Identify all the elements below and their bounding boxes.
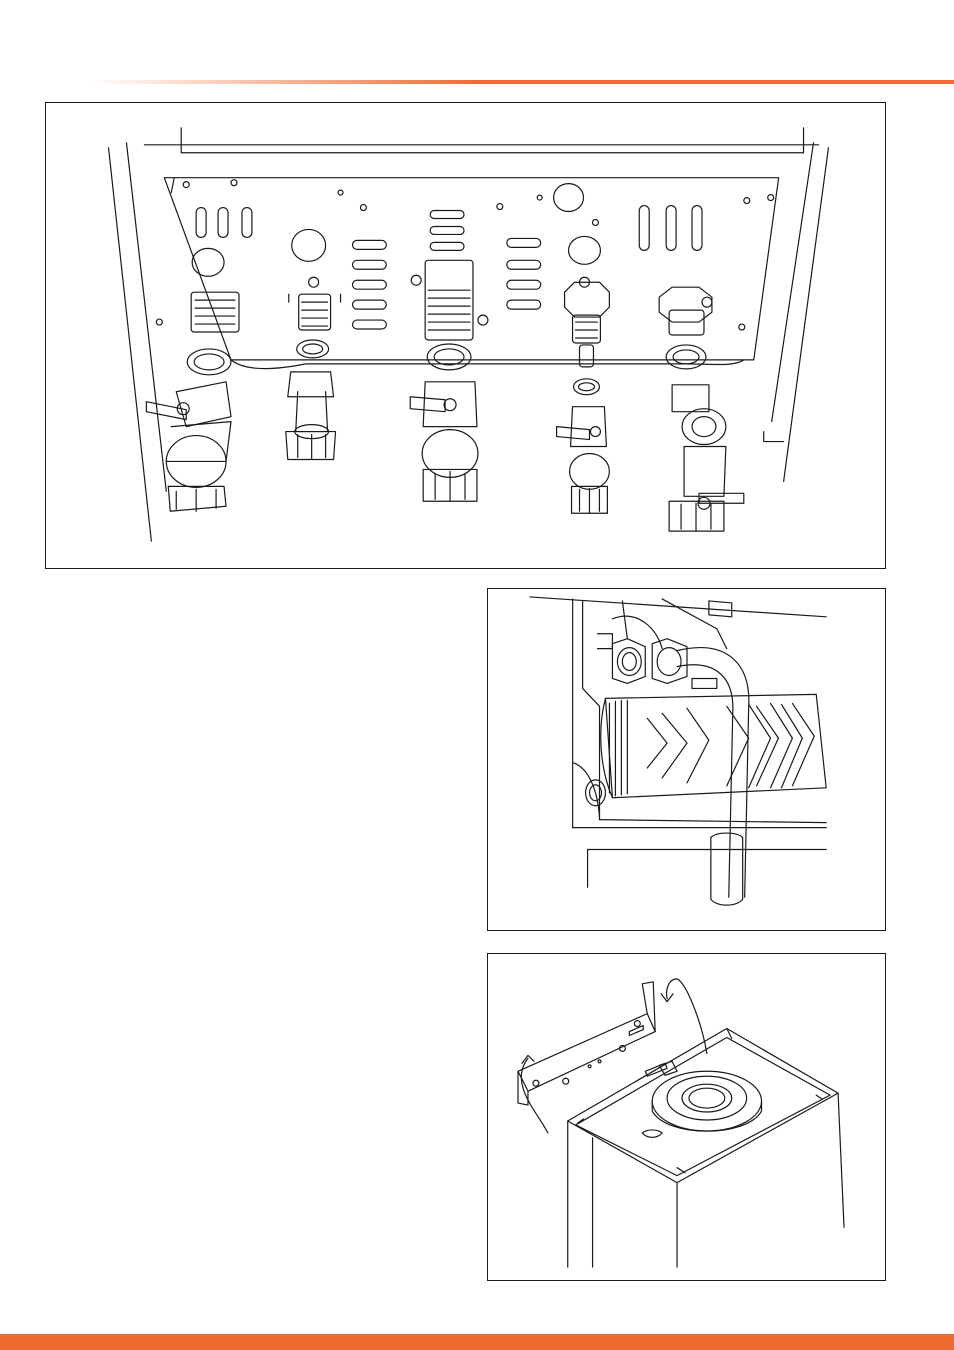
footer-accent-bar <box>0 1334 954 1350</box>
figure-connection-valves <box>45 102 886 569</box>
connection-valves-illustration <box>46 103 885 568</box>
wall-bracket-boiler-illustration <box>488 954 885 1280</box>
figure-heat-exchanger <box>487 588 886 931</box>
figure-wall-bracket <box>487 953 886 1281</box>
heat-exchanger-pipe-illustration <box>488 589 885 930</box>
header-accent-rule <box>90 80 954 84</box>
